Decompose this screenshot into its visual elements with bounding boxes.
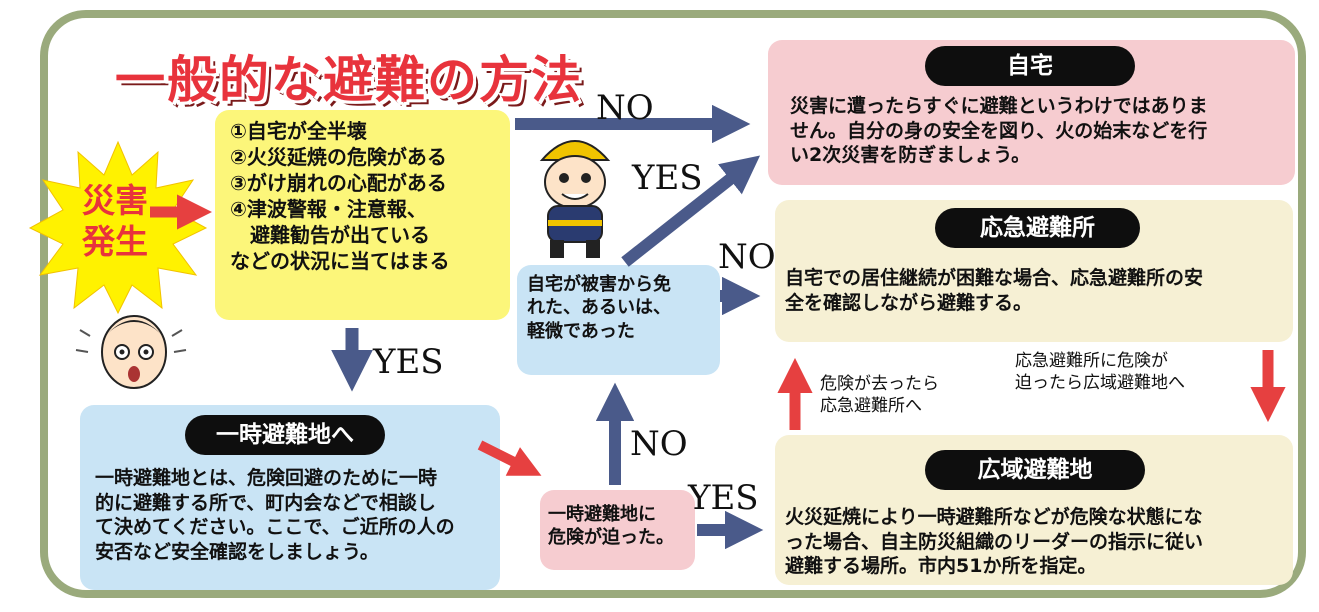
question-home-text: 自宅が被害から免 れた、あるいは、 軽微であった <box>527 274 671 342</box>
conditions-box <box>215 110 510 320</box>
conditions-text: ①自宅が全半壊 ②火災延焼の危険がある ③がけ崩れの心配がある ④津波警報・注意… <box>230 119 450 273</box>
question-danger-box <box>540 490 695 570</box>
scared-person-icon <box>75 315 187 389</box>
temp-site-body: 一時避難地とは、危険回避のために一時 的に避難する所で、町内会などで相談し て決… <box>95 467 455 564</box>
home-heading: 自宅 <box>925 46 1135 86</box>
label-no-mid: NO <box>718 237 776 277</box>
temp-site-heading: 一時避難地へ <box>185 415 385 455</box>
wide-area-heading: 広域避難地 <box>925 450 1145 490</box>
firefighter-icon <box>539 140 611 258</box>
label-no-top: NO <box>596 88 654 128</box>
evac-center-body: 自宅での居住継続が困難な場合、応急避難所の安 全を確認しながら避難する。 <box>785 267 1204 314</box>
label-no-up: NO <box>630 424 688 464</box>
question-danger-text: 一時避難地に 危険が迫った。 <box>548 504 674 549</box>
arrow-temp-to-danger <box>477 440 542 476</box>
label-yes-down: YES <box>373 342 444 382</box>
question-home-box <box>517 265 720 375</box>
home-body: 災害に遭ったらすぐに避難というわけではありま せん。自分の身の安全を図り、火の始… <box>790 95 1208 167</box>
evac-center-heading: 応急避難所 <box>935 208 1140 248</box>
label-yes-top: YES <box>632 158 703 198</box>
note-return: 危険が去ったら 応急避難所へ <box>820 374 939 417</box>
disaster-label: 災害 発生 <box>82 181 148 262</box>
page-title: 一般的な避難の方法 <box>115 51 583 109</box>
wide-area-body: 火災延焼により一時避難所などが危険な状態にな った場合、自主防災組織のリーダーの… <box>785 506 1204 578</box>
starburst-icon <box>28 140 208 315</box>
label-yes-bottom: YES <box>688 478 759 518</box>
arrow-yes-to-home <box>621 155 761 267</box>
note-escalate: 応急避難所に危険が 迫ったら広域避難地へ <box>1015 351 1185 394</box>
